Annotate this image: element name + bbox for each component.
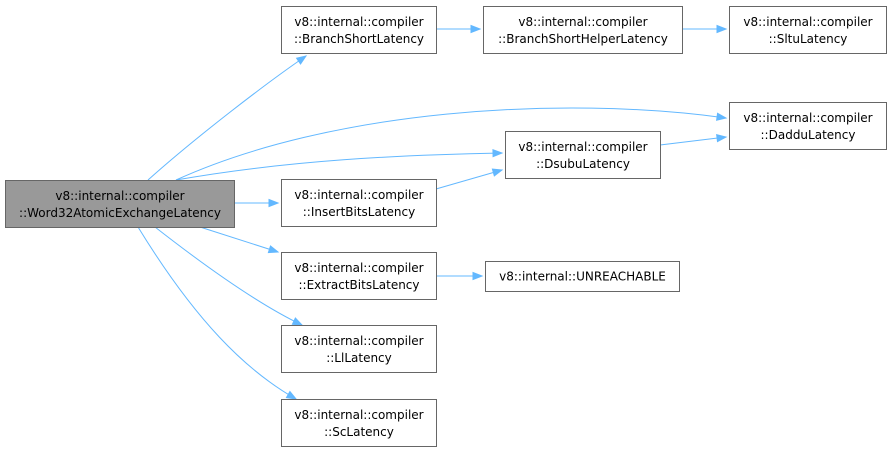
node-box <box>483 6 683 54</box>
call-graph-edges <box>137 24 728 400</box>
edge-arrowhead <box>267 245 280 254</box>
node-box <box>281 325 437 373</box>
edge-root-to-dsubu <box>175 148 504 181</box>
node-unreachable[interactable]: v8::internal::UNREACHABLE <box>485 261 680 292</box>
edge-extractbits-to-unreachable <box>436 271 484 281</box>
node-function-label: ::ExtractBitsLatency <box>298 278 419 292</box>
edge-line <box>175 107 727 181</box>
edge-line <box>154 226 303 326</box>
edge-line <box>435 169 503 190</box>
node-extractbits[interactable]: v8::internal::compiler::ExtractBitsLaten… <box>281 252 437 300</box>
edge-arrowhead <box>291 317 304 326</box>
edge-line <box>199 226 279 253</box>
edge-root-to-insertbits <box>234 198 280 208</box>
edge-arrowhead <box>295 55 308 65</box>
node-function-label: ::ScLatency <box>324 425 394 439</box>
node-sc[interactable]: v8::internal::compiler::ScLatency <box>281 399 437 447</box>
node-box <box>485 261 680 292</box>
node-namespace-label: v8::internal::compiler <box>294 188 423 202</box>
edge-insertbits-to-dsubu <box>435 168 504 190</box>
edge-arrowhead <box>492 148 504 158</box>
node-box <box>729 6 887 54</box>
node-function-label: ::InsertBitsLatency <box>303 205 415 219</box>
node-dsubu[interactable]: v8::internal::compiler::DsubuLatency <box>505 131 661 179</box>
node-sltu[interactable]: v8::internal::compiler::SltuLatency <box>729 6 887 54</box>
node-function-label: ::DsubuLatency <box>536 157 630 171</box>
node-namespace-label: v8::internal::compiler <box>294 408 423 422</box>
node-namespace-label: v8::internal::compiler <box>55 189 184 203</box>
node-box <box>729 102 887 150</box>
edge-branchhelper-to-sltu <box>682 24 728 34</box>
call-graph-nodes: v8::internal::compiler::Word32AtomicExch… <box>5 6 887 447</box>
node-function-label: ::BranchShortLatency <box>294 32 424 46</box>
node-root[interactable]: v8::internal::compiler::Word32AtomicExch… <box>5 180 235 228</box>
node-branchshort[interactable]: v8::internal::compiler::BranchShortLaten… <box>281 6 437 54</box>
node-namespace-label: v8::internal::compiler <box>294 334 423 348</box>
node-namespace-label: v8::internal::compiler <box>294 15 423 29</box>
edge-dsubu-to-daddu <box>659 133 728 146</box>
node-function-label: ::Word32AtomicExchangeLatency <box>19 206 221 220</box>
node-box <box>281 399 437 447</box>
node-function-label: ::LlLatency <box>326 351 392 365</box>
node-namespace-label: v8::internal::compiler <box>518 15 647 29</box>
edge-line <box>137 226 297 400</box>
edge-line <box>659 136 727 146</box>
node-function-label: ::BranchShortHelperLatency <box>498 32 668 46</box>
node-box <box>281 252 437 300</box>
node-daddu[interactable]: v8::internal::compiler::DadduLatency <box>729 102 887 150</box>
node-function-label: ::DadduLatency <box>761 128 856 142</box>
edge-root-to-daddu <box>175 107 728 181</box>
edge-arrowhead <box>491 168 504 177</box>
node-function-label: v8::internal::UNREACHABLE <box>499 270 666 284</box>
edge-line <box>175 152 503 181</box>
edge-arrowhead <box>716 24 728 34</box>
node-box <box>281 179 437 227</box>
node-box <box>505 131 661 179</box>
node-namespace-label: v8::internal::compiler <box>294 261 423 275</box>
node-box <box>5 180 235 228</box>
edge-root-to-sc <box>137 226 298 400</box>
edge-root-to-branchshort <box>147 55 308 181</box>
node-namespace-label: v8::internal::compiler <box>743 111 872 125</box>
node-ll[interactable]: v8::internal::compiler::LlLatency <box>281 325 437 373</box>
edge-arrowhead <box>472 271 484 281</box>
node-branchhelper[interactable]: v8::internal::compiler::BranchShortHelpe… <box>483 6 683 54</box>
edge-branchshort-to-branchhelper <box>436 24 482 34</box>
node-insertbits[interactable]: v8::internal::compiler::InsertBitsLatenc… <box>281 179 437 227</box>
edge-root-to-extractbits <box>199 226 280 254</box>
node-namespace-label: v8::internal::compiler <box>743 15 872 29</box>
node-namespace-label: v8::internal::compiler <box>518 140 647 154</box>
edge-root-to-ll <box>154 226 304 326</box>
edge-arrowhead <box>268 198 280 208</box>
node-function-label: ::SltuLatency <box>769 32 848 46</box>
edge-arrowhead <box>716 133 728 143</box>
edge-arrowhead <box>716 112 728 121</box>
edge-arrowhead <box>470 24 482 34</box>
node-box <box>281 6 437 54</box>
edge-line <box>147 55 307 181</box>
edge-arrowhead <box>285 390 298 400</box>
